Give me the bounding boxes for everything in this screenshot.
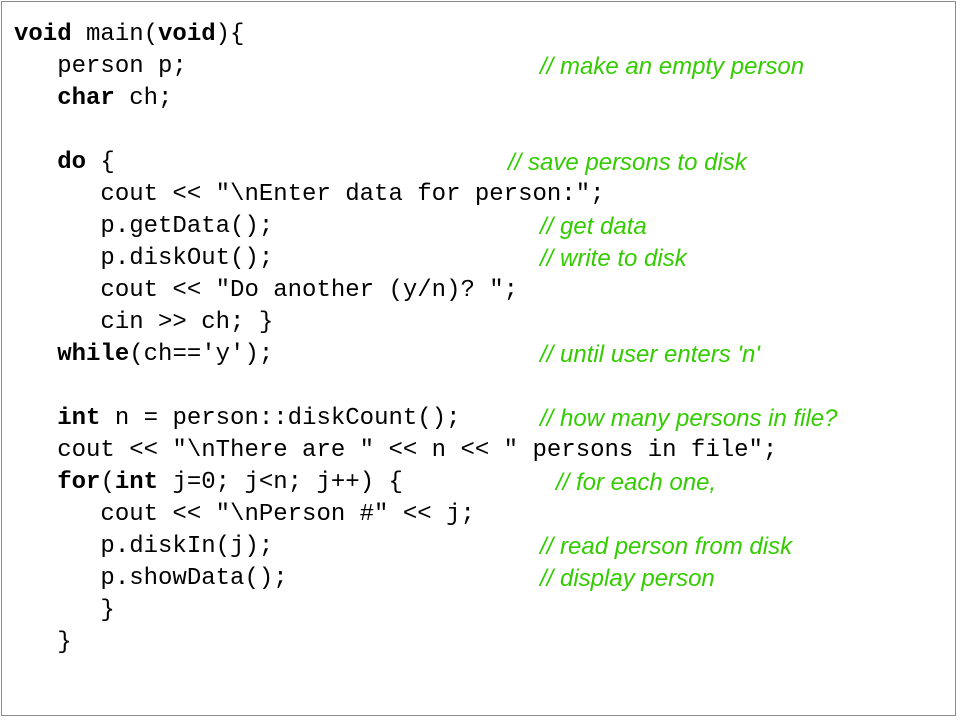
- code-comment: // how many persons in file?: [540, 405, 838, 432]
- code-segment: [14, 341, 57, 368]
- code-text: int n = person::diskCount();: [14, 403, 461, 435]
- code-line: }: [2, 595, 952, 627]
- code-segment: person p;: [14, 53, 187, 80]
- code-line: cin >> ch; }: [2, 307, 952, 339]
- code-segment: }: [14, 597, 115, 624]
- code-segment: [14, 405, 57, 432]
- code-line: p.getData(); // get data: [2, 211, 952, 243]
- code-line: [2, 371, 952, 403]
- code-line: char ch;: [2, 83, 952, 115]
- code-text: do {: [14, 147, 115, 179]
- code-line: cout << "Do another (y/n)? ";: [2, 275, 952, 307]
- code-line: [2, 115, 952, 147]
- code-comment: // write to disk: [540, 245, 687, 272]
- code-comment: // for each one,: [556, 469, 717, 496]
- code-segment: main(: [71, 21, 159, 48]
- code-text: for(int j=0; j<n; j++) {: [14, 467, 403, 499]
- code-text: char ch;: [14, 83, 172, 115]
- code-line: void main(void){: [2, 19, 952, 51]
- code-text: p.diskIn(j);: [14, 531, 273, 563]
- code-keyword: while: [57, 341, 130, 368]
- code-segment: [14, 469, 57, 496]
- code-text: while(ch=='y');: [14, 339, 273, 371]
- code-line: for(int j=0; j<n; j++) { // for each one,: [2, 467, 952, 499]
- code-keyword: do: [57, 149, 87, 176]
- code-line: cout << "\nEnter data for person:";: [2, 179, 952, 211]
- code-segment: p.getData();: [14, 213, 274, 240]
- code-keyword: int: [57, 405, 101, 432]
- code-text: }: [14, 627, 72, 659]
- code-text: p.diskOut();: [14, 243, 273, 275]
- code-keyword: void: [158, 21, 216, 48]
- code-text: cout << "\nThere are " << n << " persons…: [14, 435, 777, 467]
- code-segment: (: [100, 469, 115, 496]
- code-segment: }: [14, 629, 72, 656]
- code-segment: n = person::diskCount();: [100, 405, 461, 432]
- code-segment: [14, 85, 57, 112]
- code-text: cout << "\nPerson #" << j;: [14, 499, 475, 531]
- code-segment: p.showData();: [14, 565, 288, 592]
- code-comment: // until user enters 'n': [540, 341, 760, 368]
- code-segment: cout << "Do another (y/n)? ";: [14, 277, 519, 304]
- code-line: p.showData(); // display person: [2, 563, 952, 595]
- code-comment: // make an empty person: [540, 53, 805, 80]
- code-segment: ch;: [114, 85, 173, 112]
- code-comment: // get data: [540, 213, 647, 240]
- code-line: p.diskOut(); // write to disk: [2, 243, 952, 275]
- code-line: int n = person::diskCount(); // how many …: [2, 403, 952, 435]
- code-text: person p;: [14, 51, 187, 83]
- code-segment: p.diskOut();: [14, 245, 274, 272]
- code-line: }: [2, 627, 952, 659]
- code-segment: cout << "\nThere are " << n << " persons…: [14, 437, 778, 464]
- code-segment: ){: [215, 21, 245, 48]
- code-text: cout << "Do another (y/n)? ";: [14, 275, 518, 307]
- code-keyword: char: [57, 85, 115, 112]
- code-comment: // display person: [540, 565, 715, 592]
- code-segment: p.diskIn(j);: [14, 533, 274, 560]
- code-text: }: [14, 595, 115, 627]
- code-segment: cout << "\nPerson #" << j;: [14, 501, 475, 528]
- code-segment: cin >> ch; }: [14, 309, 274, 336]
- code-line: p.diskIn(j); // read person from disk: [2, 531, 952, 563]
- code-text: p.getData();: [14, 211, 273, 243]
- code-comment: // read person from disk: [540, 533, 793, 560]
- code-text: p.showData();: [14, 563, 288, 595]
- code-segment: j=0; j<n; j++) {: [158, 469, 403, 496]
- code-segment: {: [86, 149, 115, 176]
- code-text: void main(void){: [14, 19, 244, 51]
- code-text: cin >> ch; }: [14, 307, 273, 339]
- code-line: do { // save persons to disk: [2, 147, 952, 179]
- code-segment: [14, 149, 57, 176]
- code-segment: cout << "\nEnter data for person:";: [14, 181, 605, 208]
- code-comment: // save persons to disk: [508, 149, 747, 176]
- code-keyword: for: [57, 469, 101, 496]
- code-text: cout << "\nEnter data for person:";: [14, 179, 605, 211]
- code-segment: (ch=='y');: [129, 341, 274, 368]
- code-line: cout << "\nPerson #" << j;: [2, 499, 952, 531]
- code-line: while(ch=='y'); // until user enters 'n': [2, 339, 952, 371]
- code-line: cout << "\nThere are " << n << " persons…: [2, 435, 952, 467]
- code-keyword: int: [114, 469, 159, 496]
- code-line: person p; // make an empty person: [2, 51, 952, 83]
- code-keyword: void: [14, 21, 72, 48]
